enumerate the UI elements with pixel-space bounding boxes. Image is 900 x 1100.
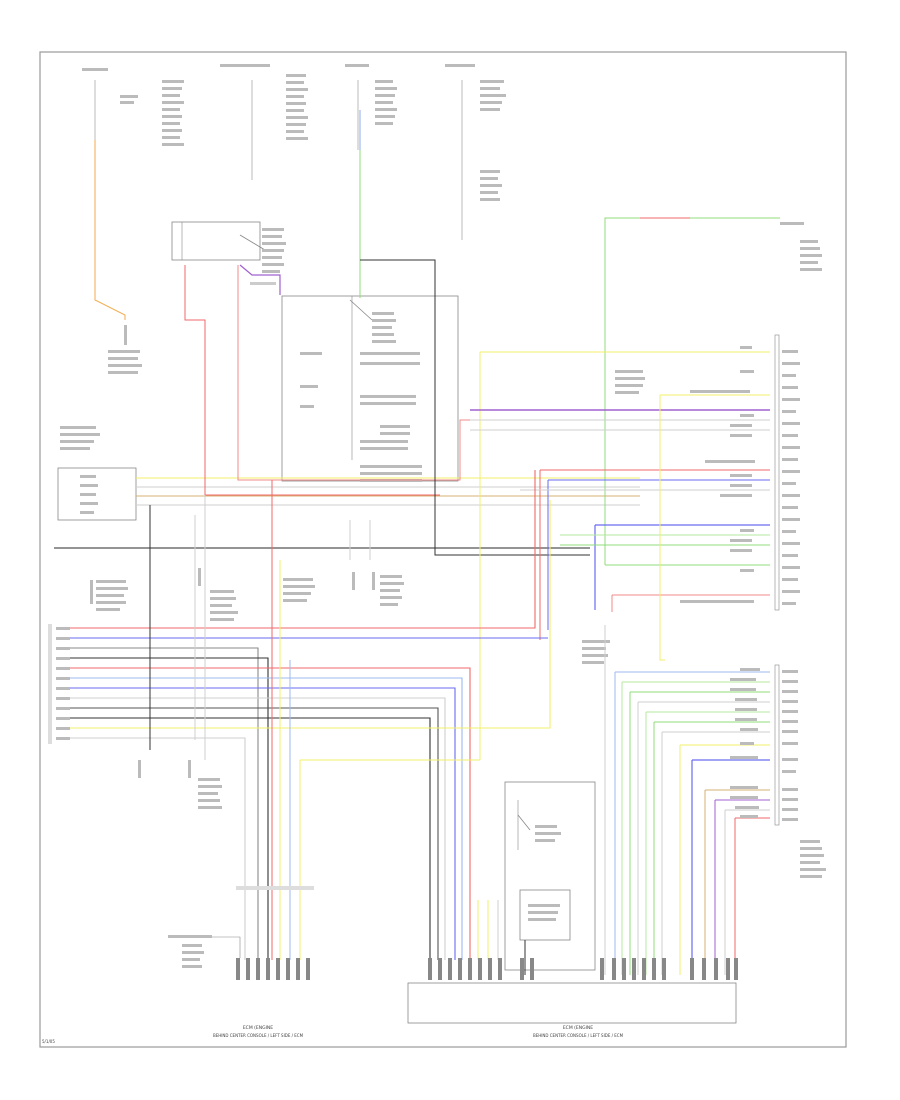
- right-connector-lower: [774, 664, 780, 826]
- relay-block: [171, 221, 261, 261]
- right-connector-pin-labels: [782, 350, 800, 605]
- bottom-right-ecm-box: [407, 982, 737, 1024]
- bottom-switch-box: [504, 781, 596, 971]
- top-right-run: [604, 217, 640, 565]
- purple-jumper: [239, 264, 281, 295]
- bottom-switch-label: [528, 825, 561, 921]
- module-labels: [300, 312, 422, 482]
- center-right-component-label: [582, 640, 610, 664]
- bottom-left-connector: [168, 886, 314, 980]
- horizontal-bus: [54, 477, 640, 549]
- right-unit-subtitle: BEHIND CENTER CONSOLE / LEFT SIDE / ECM: [533, 1033, 624, 1038]
- right-lower-pin-labels: [730, 668, 826, 878]
- right-connector-upper: [774, 334, 780, 611]
- fuse-label-blocks: [82, 64, 506, 201]
- left-drop-labels: [90, 568, 404, 809]
- left-unit-subtitle: BEHIND CENTER CONSOLE / LEFT SIDE / ECM: [213, 1033, 304, 1038]
- right-unit-title: ECM (ENGINE: [563, 1025, 593, 1031]
- bottom-center-wires: [477, 900, 526, 975]
- left-switch-box: [57, 467, 137, 521]
- main-relay-module: [281, 295, 459, 482]
- bottom-relay-box: [519, 889, 571, 941]
- left-unit-title: ECM (ENGINE: [243, 1025, 273, 1031]
- orange-wire: [94, 140, 126, 320]
- left-pin-list: [48, 624, 70, 744]
- right-upper-wire-tags: [615, 346, 755, 603]
- diagram-frame: [39, 51, 847, 1048]
- fuse-feed-group: [94, 80, 463, 240]
- figure-id: 5/1/05: [42, 1039, 55, 1044]
- right-lower-wires: [604, 625, 770, 975]
- left-switch-labels: [60, 426, 100, 514]
- red-feed: [184, 265, 440, 496]
- right-upper-wires: [470, 351, 770, 760]
- ground-label-left: [108, 325, 142, 374]
- relay-label: [262, 228, 286, 273]
- bottom-right-connector-pins: [428, 958, 738, 980]
- left-vertical-drops: [149, 480, 480, 960]
- top-right-label: [780, 222, 822, 271]
- black-feed: [360, 259, 590, 556]
